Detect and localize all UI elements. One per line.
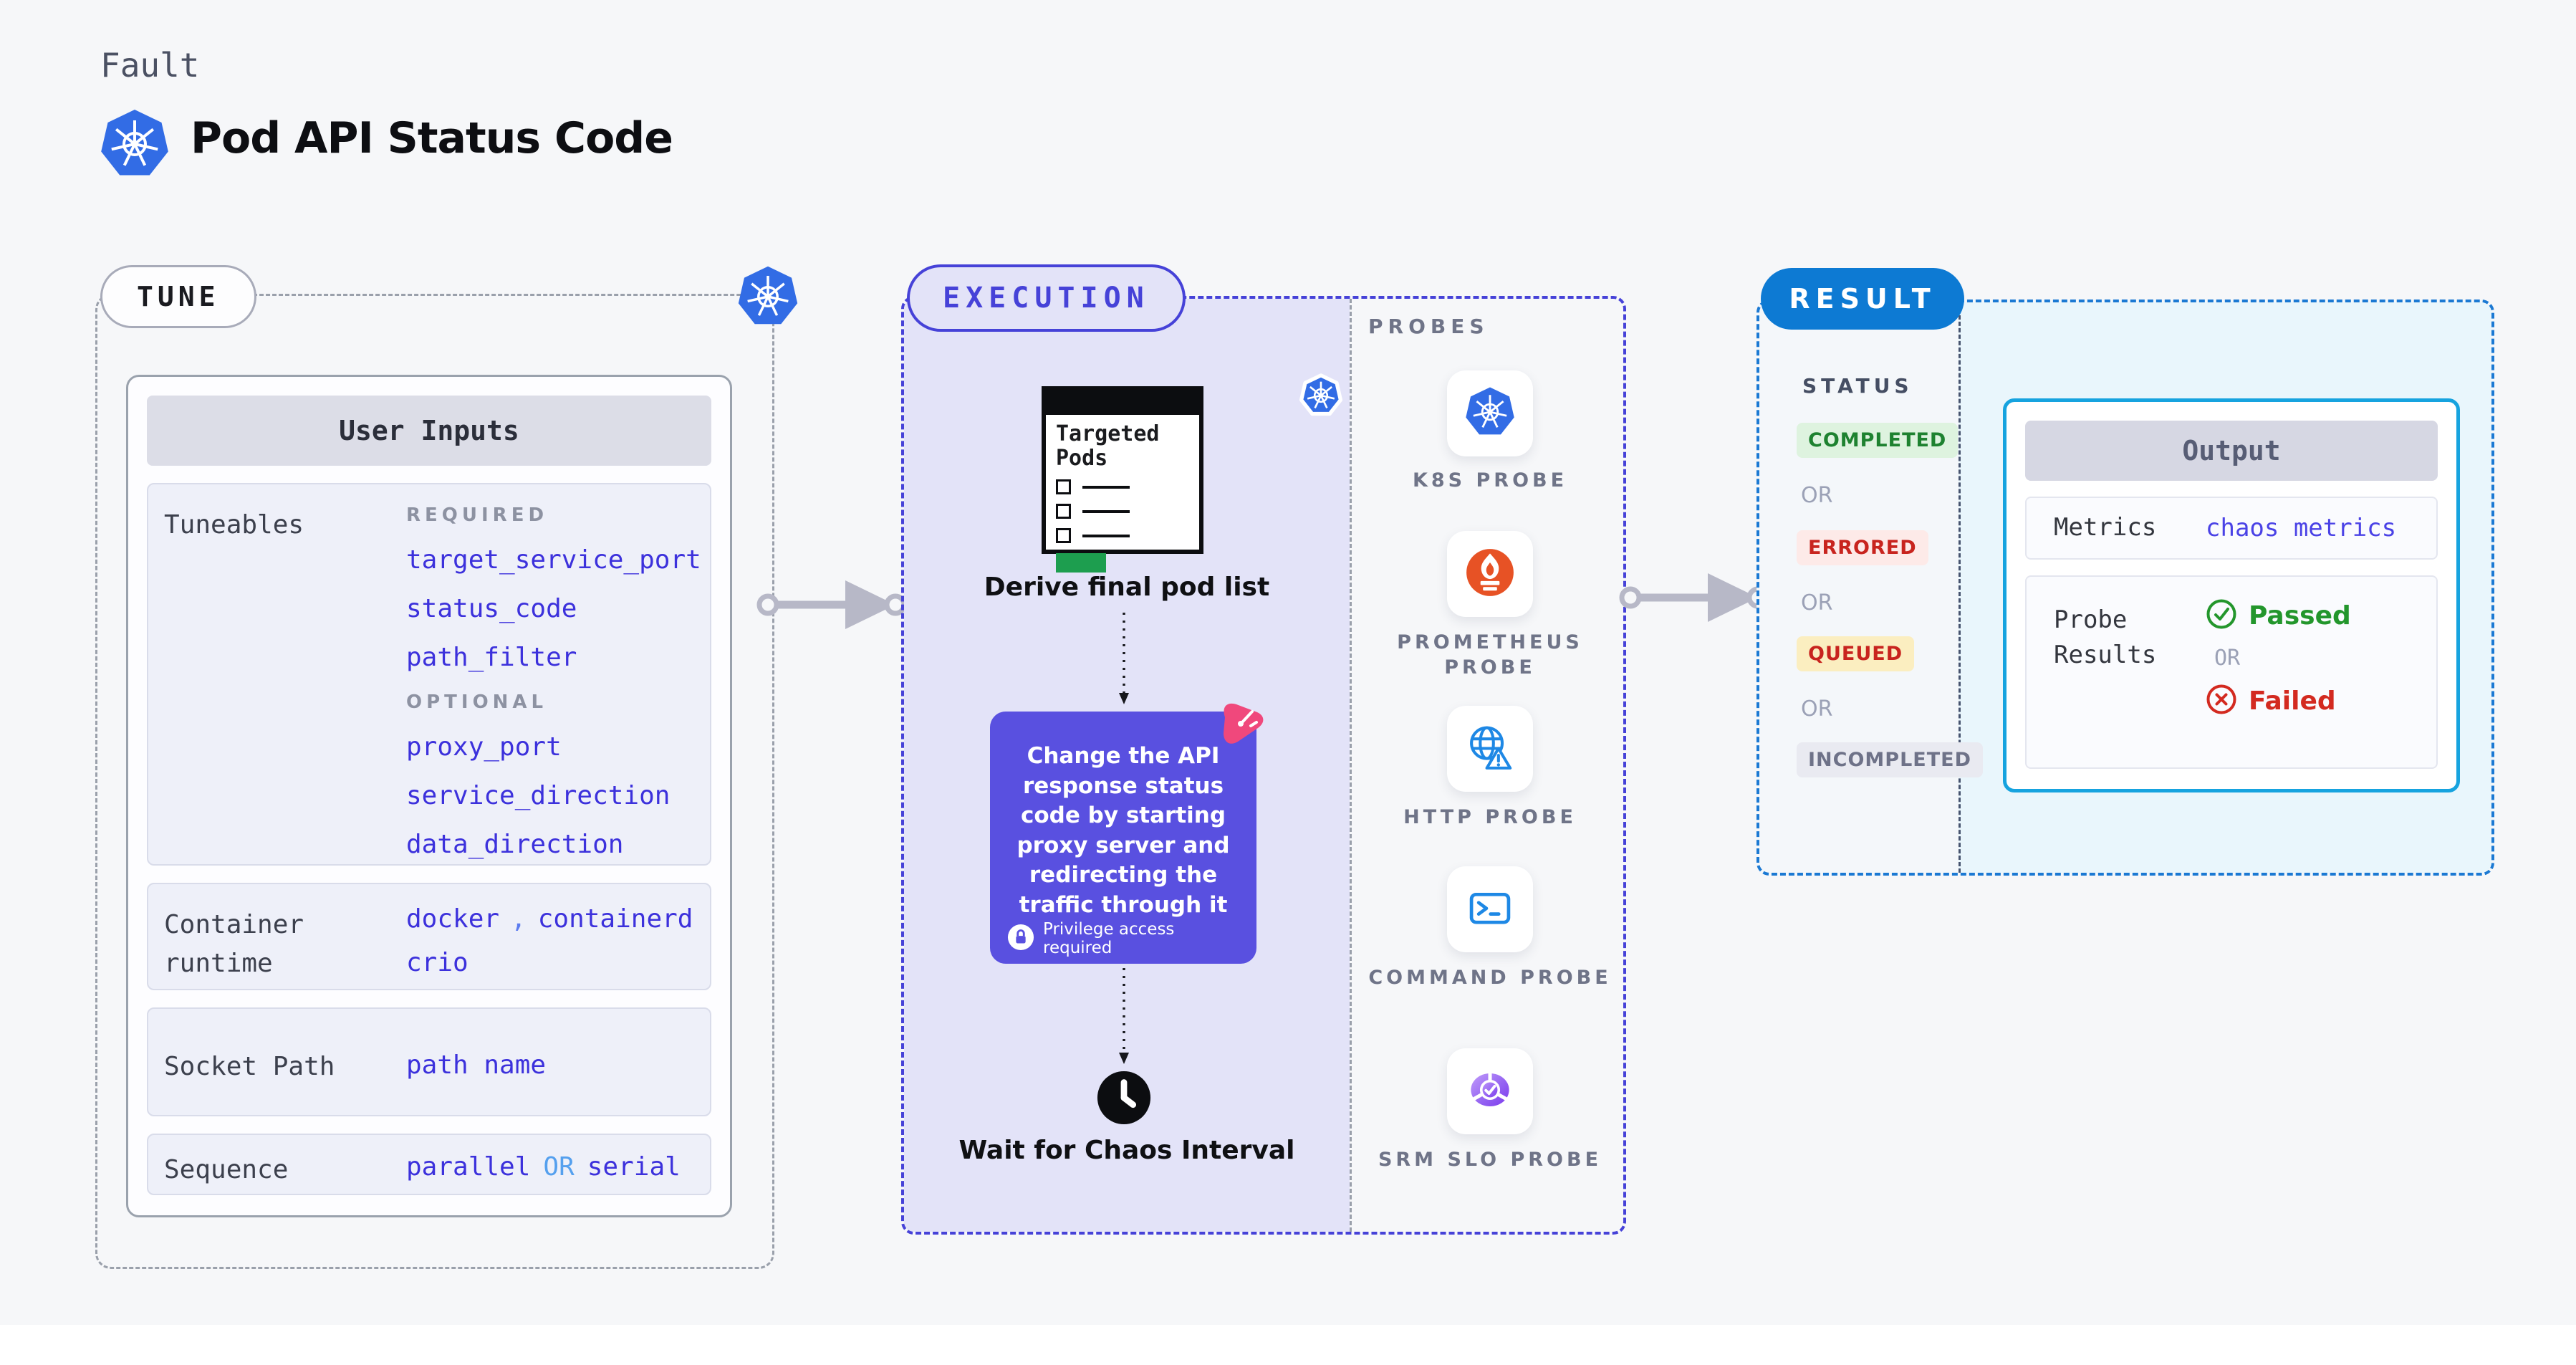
tuneable-value: data_direction [406, 830, 624, 859]
clock-icon [1096, 1070, 1152, 1126]
tuneable-value: status_code [406, 594, 577, 623]
fault-action-box: Change the API response status code by s… [990, 712, 1256, 964]
socket-path-value: path name [406, 1050, 547, 1080]
progress-bar [1056, 553, 1106, 573]
kubernetes-icon [1464, 385, 1516, 441]
fault-eyebrow: Fault [100, 46, 200, 85]
privilege-note: Privilege access required [1043, 920, 1175, 958]
chaos-icon [1219, 700, 1267, 747]
status-badge: INCOMPLETED [1797, 742, 1983, 777]
probe-label: SRM SLO PROBE [1378, 1149, 1602, 1171]
runtime-value: containerd [537, 904, 693, 934]
failed-label: Failed [2249, 686, 2336, 716]
window-titlebar [1046, 391, 1199, 415]
metrics-row: Metrics chaos metrics [2025, 497, 2438, 560]
socket-path-row: Socket Path path name [147, 1007, 711, 1116]
prometheus-probe-card [1447, 531, 1533, 617]
tuneables-row: Tuneables REQUIRED target_service_port s… [147, 483, 711, 866]
probes-area [1350, 299, 1623, 1232]
check-circle-icon [2206, 598, 2237, 633]
tune-to-execution-arrow [754, 572, 907, 641]
command-probe-card [1447, 866, 1533, 952]
slo-donut-check-icon [1464, 1064, 1516, 1119]
sequence-or: OR [543, 1152, 575, 1182]
required-label: REQUIRED [406, 504, 549, 526]
targeted-pods-title: Targeted Pods [1056, 421, 1160, 471]
derive-pod-list-label: Derive final pod list [984, 573, 1270, 602]
socket-path-label: Socket Path [164, 1052, 335, 1081]
http-probe-card [1447, 706, 1533, 792]
k8s-probe-card [1447, 370, 1533, 456]
execution-badge: EXECUTION [907, 264, 1186, 332]
execution-panel: Targeted Pods Derive final pod list [901, 296, 1626, 1235]
status-label: STATUS [1802, 374, 1913, 398]
tuneables-label: Tuneables [164, 510, 304, 540]
page-title: Pod API Status Code [191, 113, 673, 163]
footer-strip [0, 1325, 2576, 1365]
probe-results-row: Probe Results Passed OR [2025, 575, 2438, 769]
or-label: OR [1801, 590, 1833, 616]
tune-badge: TUNE [100, 265, 256, 328]
targeted-pods-window: Targeted Pods [1042, 373, 1343, 573]
tuneable-value: target_service_port [406, 545, 701, 575]
tuneable-value: path_filter [406, 643, 577, 672]
metrics-value: chaos metrics [2206, 514, 2397, 542]
or-label: OR [2214, 646, 2241, 671]
runtime-value: docker [406, 904, 500, 934]
kubernetes-icon [99, 107, 170, 181]
optional-label: OPTIONAL [406, 691, 548, 713]
checkbox-icon [1056, 504, 1071, 519]
output-box: Output Metrics chaos metrics Probe Resul… [2003, 398, 2460, 792]
container-runtime-label: Container runtime [164, 910, 304, 978]
sequence-label: Sequence [164, 1155, 289, 1184]
user-inputs-title: User Inputs [147, 396, 711, 466]
checkbox-icon [1056, 479, 1071, 495]
execution-to-result-arrow [1616, 565, 1769, 633]
tuneable-value: service_direction [406, 781, 671, 810]
probe-results-label: Probe Results [2054, 605, 2157, 670]
result-badge: RESULT [1761, 268, 1964, 330]
probes-title: PROBES [1368, 315, 1489, 338]
sequence-row: Sequence parallel OR serial [147, 1134, 711, 1195]
passed-label: Passed [2249, 600, 2351, 631]
probe-label: PROMETHEUS PROBE [1397, 631, 1583, 679]
terminal-icon [1464, 882, 1516, 937]
checkbox-icon [1056, 528, 1071, 544]
runtime-value: crio [406, 948, 468, 977]
runtime-separator: , [511, 904, 527, 934]
pod-list-item [1056, 479, 1189, 495]
flow-connector [1115, 613, 1133, 712]
metrics-label: Metrics [2054, 513, 2157, 542]
tuneable-value: proxy_port [406, 732, 562, 762]
lock-icon [1007, 924, 1034, 954]
tune-panel [95, 294, 774, 1269]
probe-label: COMMAND PROBE [1368, 967, 1612, 989]
sequence-value: parallel [406, 1152, 531, 1182]
user-inputs-card: User Inputs Tuneables REQUIRED target_se… [126, 375, 732, 1217]
prometheus-icon [1465, 547, 1515, 600]
or-label: OR [1801, 483, 1833, 508]
wait-chaos-interval-label: Wait for Chaos Interval [958, 1136, 1295, 1165]
probe-label: K8S PROBE [1412, 469, 1568, 492]
output-title: Output [2025, 421, 2438, 481]
status-badge: COMPLETED [1797, 423, 1959, 458]
probe-label: HTTP PROBE [1403, 806, 1577, 828]
pod-list-item [1056, 528, 1189, 544]
status-badge: QUEUED [1797, 636, 1915, 671]
x-circle-icon [2206, 684, 2237, 718]
or-label: OR [1801, 696, 1833, 722]
kubernetes-icon [1297, 370, 1345, 421]
fault-action-text: Change the API response status code by s… [1017, 743, 1230, 918]
srm-slo-probe-card [1447, 1048, 1533, 1134]
result-panel: STATUS COMPLETED OR ERRORED OR QUEUED OR… [1756, 300, 2494, 876]
sequence-value: serial [587, 1152, 681, 1182]
flow-connector [1115, 968, 1133, 1071]
status-badge: ERRORED [1797, 530, 1928, 565]
container-runtime-row: Container runtime docker , containerd cr… [147, 883, 711, 990]
pod-list-item [1056, 504, 1189, 519]
http-globe-warning-icon [1464, 721, 1517, 777]
kubernetes-icon [736, 264, 799, 329]
